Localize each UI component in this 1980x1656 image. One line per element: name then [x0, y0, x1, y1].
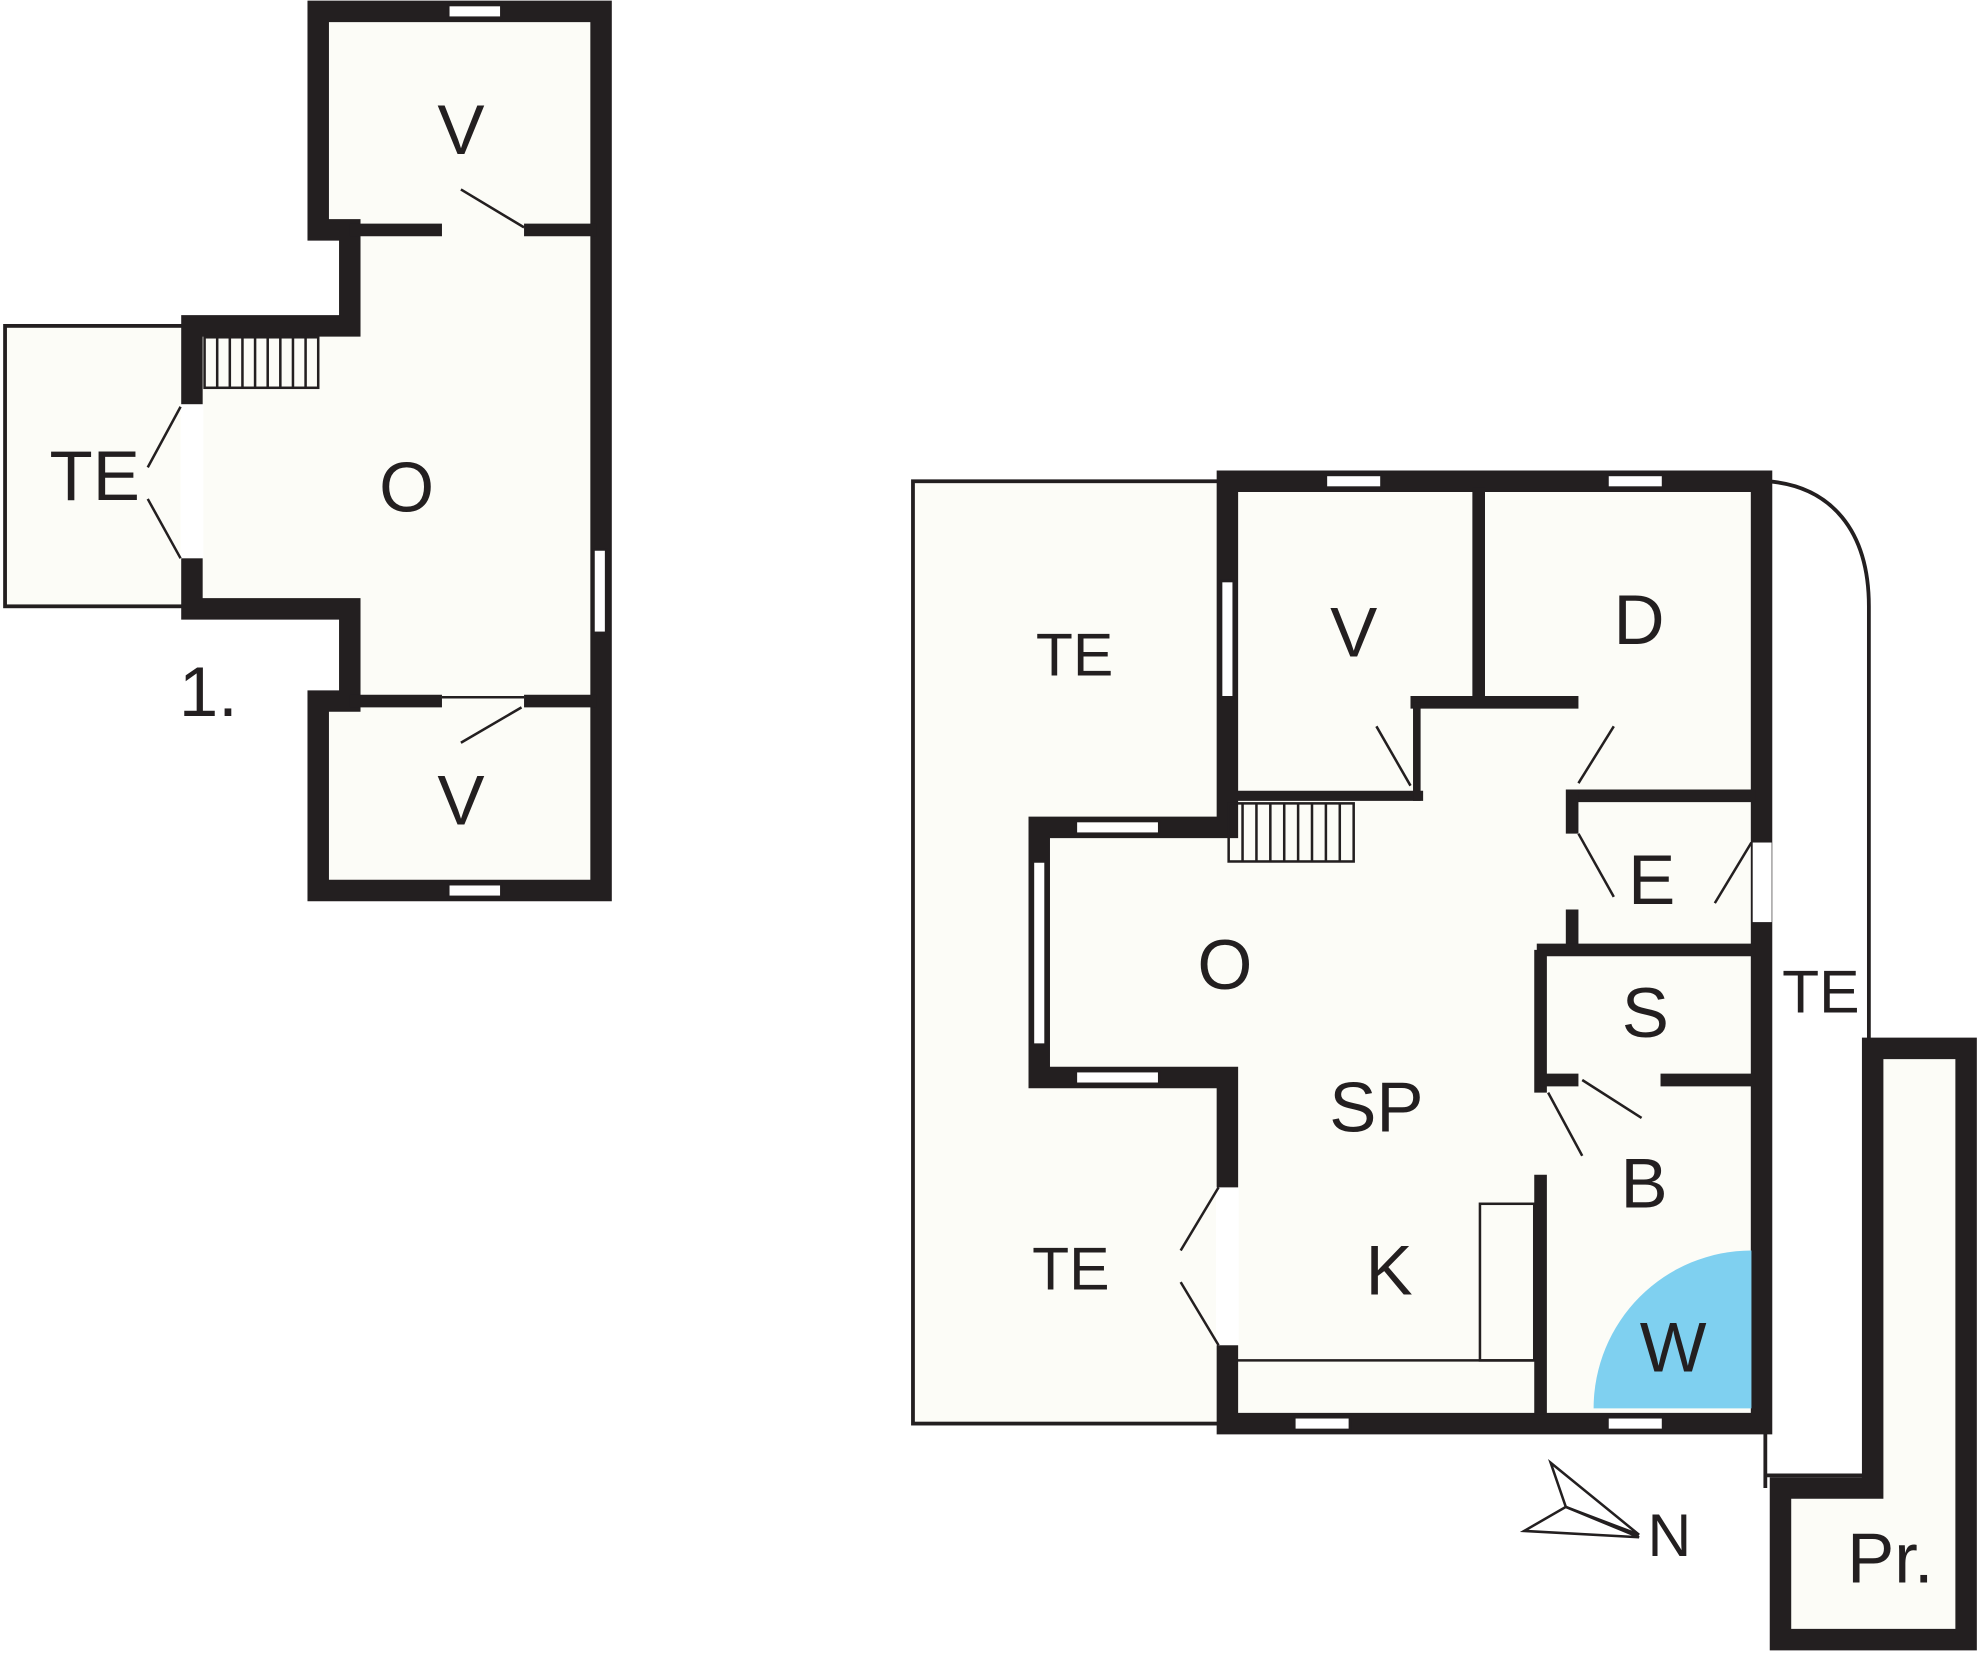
room-label: O — [1197, 925, 1252, 1004]
stairs — [1227, 802, 1355, 863]
ground-floor-walls — [1028, 470, 1773, 1435]
room-label: SP — [1329, 1068, 1423, 1147]
door-swing — [1179, 1281, 1220, 1346]
window — [1606, 1416, 1665, 1432]
window — [1074, 1069, 1161, 1086]
wet-area — [1593, 1250, 1752, 1409]
room-label: TE — [50, 436, 140, 515]
door-swing — [1713, 841, 1753, 904]
window — [1031, 860, 1047, 1046]
upper-floor: V O TE V 1. — [3, 0, 612, 902]
window — [1074, 819, 1161, 835]
room-label: D — [1614, 580, 1665, 659]
storage-building-walls — [1769, 1037, 1977, 1651]
window — [1293, 1416, 1352, 1432]
door-swing — [1547, 1092, 1584, 1157]
door-swing — [1179, 1186, 1220, 1252]
room-label: V — [1330, 593, 1377, 672]
door-opening — [1752, 842, 1772, 923]
north-arrow-icon — [1519, 1458, 1640, 1539]
door-swing — [1375, 725, 1412, 787]
room-label: TE — [1036, 620, 1113, 688]
terrace-right — [1763, 479, 1873, 1488]
stairs — [203, 335, 320, 390]
window — [1324, 473, 1383, 489]
compass-label: N — [1647, 1501, 1691, 1569]
door-opening — [180, 404, 204, 559]
room-label: W — [1640, 1308, 1707, 1387]
door-swing — [460, 188, 525, 229]
window — [447, 3, 503, 19]
room-label: E — [1628, 840, 1675, 919]
room-label: TE — [1782, 958, 1859, 1026]
room-label: O — [379, 447, 434, 526]
window — [1219, 579, 1235, 699]
room-label: B — [1621, 1143, 1668, 1222]
door-opening — [1216, 1187, 1239, 1346]
window — [447, 882, 503, 899]
door-swing — [1581, 1078, 1643, 1119]
room-label: TE — [1032, 1234, 1109, 1302]
floor-marker: 1. — [179, 652, 238, 731]
window — [1606, 473, 1665, 489]
room-label: S — [1622, 973, 1669, 1052]
door-swing — [460, 706, 523, 744]
door-swing — [146, 498, 182, 559]
room-label: V — [437, 761, 484, 840]
door-swing — [1577, 833, 1615, 898]
room-label: V — [437, 90, 484, 169]
room-label: Pr. — [1847, 1518, 1933, 1597]
ground-floor: N TE V D E O S TE SP B TE K W Pr. — [911, 470, 1977, 1651]
window — [592, 548, 608, 635]
terrace-upper — [3, 323, 192, 609]
door-swing — [1577, 725, 1615, 784]
room-label: K — [1365, 1230, 1412, 1309]
door-swing — [146, 406, 182, 468]
